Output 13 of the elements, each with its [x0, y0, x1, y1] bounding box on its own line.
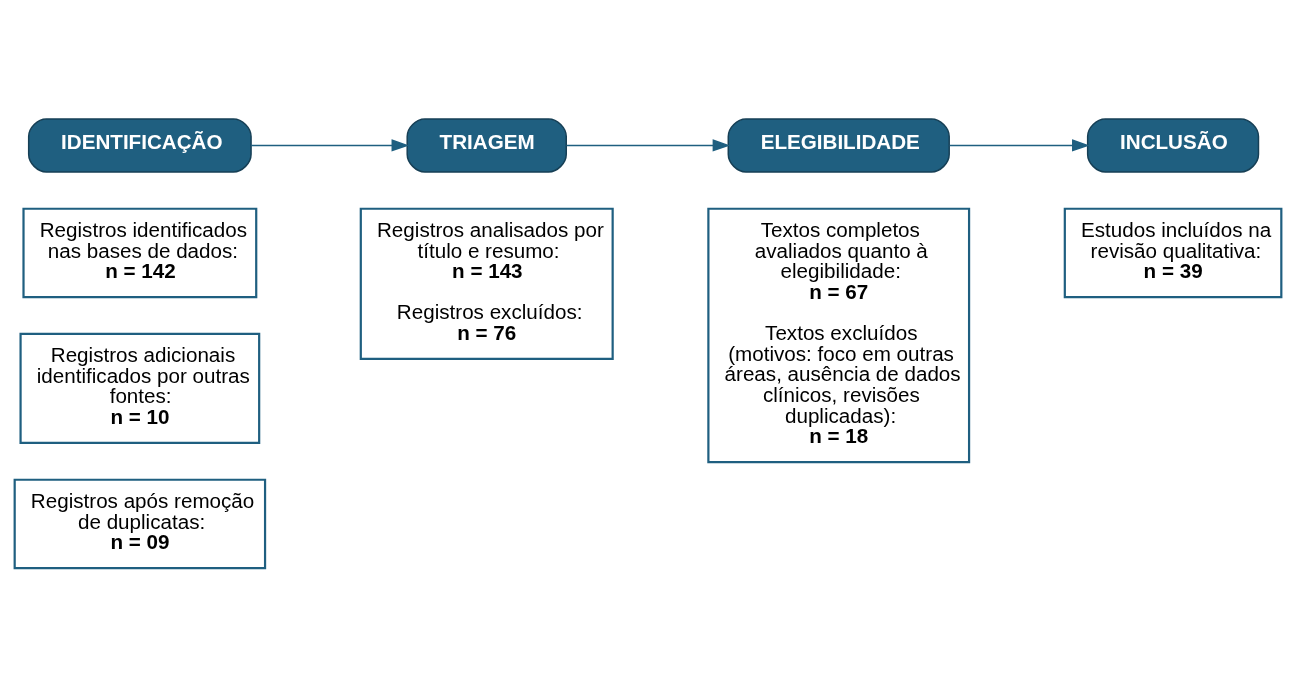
- arrow: [948, 138, 1090, 152]
- node-box: Estudos incluídos na revisão qualitativa: n = 39: [1063, 207, 1283, 298]
- node-box: Registros identificados nas bases de dados: n = 142: [22, 207, 258, 298]
- arrow: [565, 138, 731, 152]
- node-box: Registros adicionais identificados por outras fontes: n = 10: [19, 332, 261, 444]
- node-box: TRIAGEM: [406, 117, 567, 173]
- node-box: ELEGIBILIDADE: [727, 117, 950, 173]
- node-box: Registros analisados por título e resumo: n = 143 Registros excluídos: n = 76: [359, 207, 614, 360]
- node-box: Textos completos avaliados quanto à elegibilidade: n = 67 Textos excluídos (motivos: foco em outras áreas, ausência de dados clínicos, revisões duplicadas): n = 18: [707, 207, 971, 463]
- node-box: INCLUSÃO: [1086, 117, 1260, 173]
- node-box: IDENTIFICAÇÃO: [27, 117, 252, 173]
- node-box: Registros após remoção de duplicatas: n = 09: [13, 478, 267, 569]
- arrow: [250, 138, 410, 152]
